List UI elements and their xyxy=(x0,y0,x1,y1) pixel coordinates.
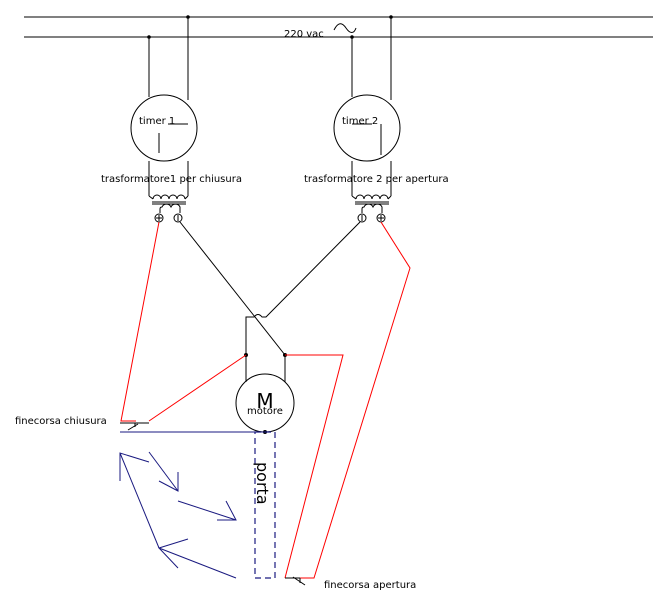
timer-2-dial xyxy=(333,94,401,162)
wire xyxy=(148,195,154,200)
limit-switch-close xyxy=(120,422,149,431)
timer-2-label: timer 2 xyxy=(342,116,378,127)
door-label: porta xyxy=(253,462,272,505)
primary-coil-icon xyxy=(152,194,186,200)
red-wire-open-motor xyxy=(284,354,344,579)
wire-transformer2-minus xyxy=(245,221,361,355)
secondary-coil-icon xyxy=(159,203,181,213)
arrow-shaft xyxy=(119,452,160,549)
motor-label: motore xyxy=(247,406,283,417)
terminal-minus-icon xyxy=(357,213,367,223)
door xyxy=(254,431,276,579)
switch-lever xyxy=(292,576,306,586)
limit-switch-open-label: finecorsa apertura xyxy=(324,580,416,591)
secondary-coil-icon xyxy=(361,203,383,213)
wire-transformer1-minus xyxy=(179,221,286,356)
transformer-2 xyxy=(351,194,392,223)
arrow-shaft xyxy=(158,547,237,579)
supply-label: 220 vac xyxy=(284,29,324,40)
primary-coil-icon xyxy=(355,194,389,200)
switch-lever xyxy=(127,423,139,431)
wire xyxy=(387,195,392,200)
arrow-head-icon xyxy=(158,538,189,569)
timer-2: timer 2 xyxy=(333,94,401,162)
wire xyxy=(184,195,189,200)
red-wire-close-motor xyxy=(148,354,247,422)
wire xyxy=(351,195,357,200)
arrow-head-icon xyxy=(119,452,150,481)
motor: M motore xyxy=(235,373,295,434)
arrow-head-icon xyxy=(217,500,237,521)
ac-symbol-icon xyxy=(333,23,357,33)
timer-1-dial xyxy=(130,94,198,162)
red-wire-open-plus xyxy=(300,221,411,579)
limit-switch-close-label: finecorsa chiusura xyxy=(15,416,107,427)
timer-1-label: timer 1 xyxy=(139,116,175,127)
arrow-head-icon xyxy=(158,472,179,492)
motion-arrows xyxy=(119,451,237,579)
arrow-shaft xyxy=(177,500,237,521)
motor-symbol: M xyxy=(256,389,273,413)
limit-switch-open xyxy=(285,576,306,586)
terminal-minus-icon xyxy=(173,213,183,223)
transformer-1 xyxy=(148,194,189,223)
arrow-shaft xyxy=(148,451,179,492)
transformer-2-label: trasformatore 2 per apertura xyxy=(304,174,449,185)
timer-1: timer 1 xyxy=(130,94,198,162)
red-wire-close-plus xyxy=(120,221,160,422)
transformer-1-label: trasformatore1 per chiusura xyxy=(101,174,242,185)
